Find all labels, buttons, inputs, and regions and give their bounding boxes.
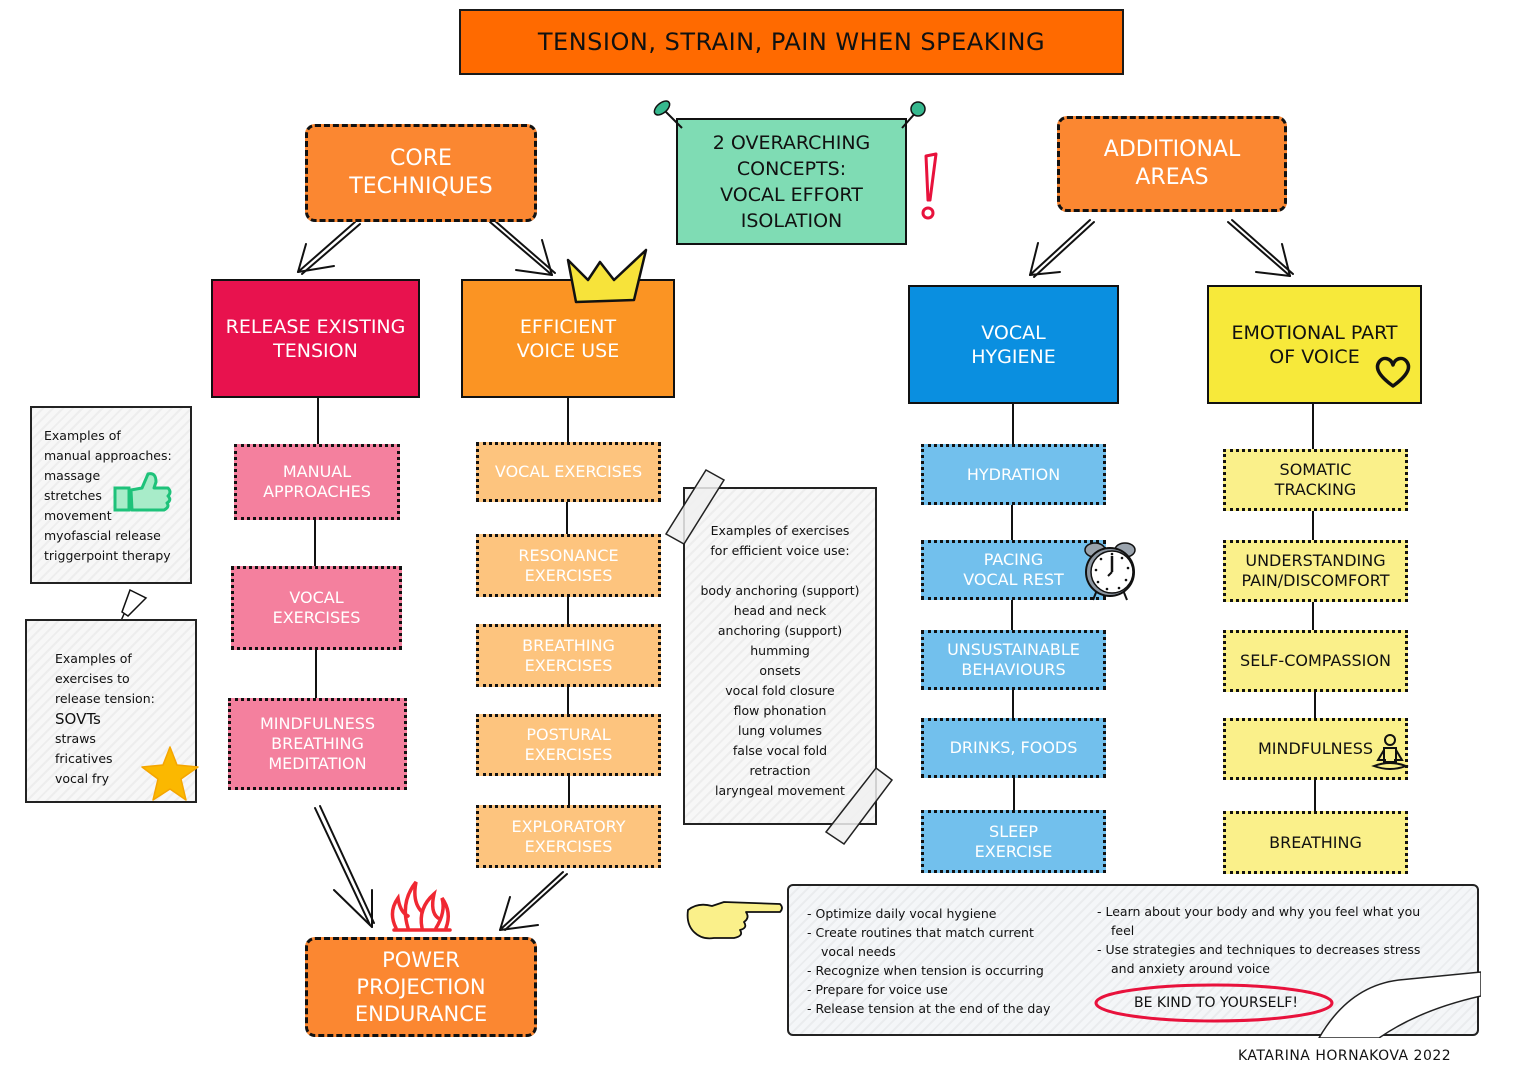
star-icon xyxy=(141,746,199,801)
summary-left-list: - Optimize daily vocal hygiene - Create … xyxy=(807,904,1097,1018)
note-line: Examples of exercises xyxy=(710,523,850,538)
note-line: exercises to xyxy=(55,671,130,686)
arrow-release-to-outcome xyxy=(314,805,375,928)
category-efficient-voice-use: EFFICIENT VOICE USE xyxy=(461,279,675,398)
note-line: Examples of xyxy=(44,428,121,443)
note-line: triggerpoint therapy xyxy=(44,548,171,563)
note-line: fricatives xyxy=(55,751,113,766)
item-unsustainable-behaviours: UNSUSTAINABLE BEHAVIOURS xyxy=(921,630,1106,690)
author-credit: KATARINA HORNAKOVA 2022 xyxy=(1238,1048,1452,1064)
note-line: humming xyxy=(750,643,810,658)
note-line: stretches xyxy=(44,488,102,503)
item-somatic-tracking: SOMATIC TRACKING xyxy=(1223,449,1408,511)
note-line: retraction xyxy=(749,763,811,778)
exclamation-icon xyxy=(921,152,938,220)
arrow-efficient-to-outcome xyxy=(499,871,568,931)
note-line: Examples of xyxy=(55,651,132,666)
summary-item: - Create routines that match current voc… xyxy=(807,925,1034,959)
pin-icon xyxy=(901,101,926,129)
item-self-compassion: SELF-COMPASSION xyxy=(1223,630,1408,692)
note-line: onsets xyxy=(759,663,801,678)
note-line: SOVTs xyxy=(55,710,101,728)
item-drinks-foods: DRINKS, FOODS xyxy=(921,718,1106,778)
item-hydration: HYDRATION xyxy=(921,444,1106,505)
pin-icon xyxy=(653,100,683,129)
note-line: manual approaches: xyxy=(44,448,172,463)
summary-item: - Optimize daily vocal hygiene xyxy=(807,906,997,921)
meditation-icon xyxy=(1371,734,1409,770)
item-postural-exercises: POSTURAL EXERCISES xyxy=(476,714,661,776)
note-line: vocal fry xyxy=(55,771,109,786)
be-kind-highlight: BE KIND TO YOURSELF! xyxy=(1134,994,1298,1011)
page-title: TENSION, STRAIN, PAIN WHEN SPEAKING xyxy=(459,9,1124,75)
heart-icon xyxy=(1375,356,1411,388)
item-vocal-exercises: VOCAL EXERCISES xyxy=(231,566,402,650)
item-mindfulness: MINDFULNESS xyxy=(1223,718,1408,780)
note-line: false vocal fold xyxy=(732,743,828,758)
core-techniques-header: CORE TECHNIQUES xyxy=(305,124,537,222)
summary-item: - Release tension at the end of the day xyxy=(807,1001,1051,1016)
note-line xyxy=(689,561,871,581)
pointing-hand-icon xyxy=(686,901,783,940)
note-line: movement xyxy=(44,508,112,523)
alarm-clock-icon xyxy=(1084,542,1136,601)
arrow-core-to-release xyxy=(297,221,361,275)
category-emotional-part-of-voice: EMOTIONAL PART OF VOICE xyxy=(1207,285,1422,404)
thumbs-up-icon xyxy=(113,472,172,512)
item-vocal-exercises-efficient: VOCAL EXERCISES xyxy=(476,442,661,502)
arrow-additional-to-emotional xyxy=(1227,219,1294,277)
note-line: vocal fold closure xyxy=(725,683,835,698)
note-line: lung volumes xyxy=(737,723,823,738)
item-breathing-exercises: BREATHING EXERCISES xyxy=(476,624,661,687)
item-exploratory-exercises: EXPLORATORY EXERCISES xyxy=(476,805,661,868)
note-line: release tension: xyxy=(55,691,155,706)
note-line: straws xyxy=(55,731,96,746)
note-line: flow phonation xyxy=(733,703,827,718)
note-line: massage xyxy=(44,468,101,483)
power-projection-endurance-box: POWER PROJECTION ENDURANCE xyxy=(305,937,537,1037)
item-breathing: BREATHING xyxy=(1223,811,1408,874)
note-line: anchoring (support) xyxy=(717,623,843,638)
summary-banner: - Optimize daily vocal hygiene - Create … xyxy=(787,884,1481,1038)
summary-item: - Recognize when tension is occurring xyxy=(807,963,1044,978)
additional-areas-header: ADDITIONAL AREAS xyxy=(1057,116,1287,212)
summary-right-list: - Learn about your body and why you feel… xyxy=(1097,902,1477,978)
arrow-additional-to-hygiene xyxy=(1029,219,1095,278)
note-line: laryngeal movement xyxy=(715,783,845,798)
note-line: myofascial release xyxy=(44,528,161,543)
fire-icon xyxy=(390,880,452,932)
page-curl xyxy=(1318,971,1481,1038)
crown-icon xyxy=(566,248,648,304)
note-line: head and neck xyxy=(733,603,827,618)
item-sleep-exercise: SLEEP EXERCISE xyxy=(921,810,1106,873)
red-circle-highlight xyxy=(1094,983,1334,1023)
summary-item: - Learn about your body and why you feel… xyxy=(1097,904,1421,938)
item-understanding-pain-discomfort: UNDERSTANDING PAIN/DISCOMFORT xyxy=(1223,540,1408,602)
item-resonance-exercises: RESONANCE EXERCISES xyxy=(476,534,661,597)
category-release-existing-tension: RELEASE EXISTING TENSION xyxy=(211,279,420,398)
category-vocal-hygiene: VOCAL HYGIENE xyxy=(908,285,1119,404)
note-efficient-exercises: Examples of exercises for efficient voic… xyxy=(683,487,877,825)
summary-item: - Prepare for voice use xyxy=(807,982,948,997)
overarching-concepts-card: 2 OVERARCHING CONCEPTS: VOCAL EFFORT ISO… xyxy=(676,118,907,245)
note-line: for efficient voice use: xyxy=(710,543,850,558)
item-manual-approaches: MANUAL APPROACHES xyxy=(234,444,400,520)
tape-icon xyxy=(664,468,726,546)
item-mindfulness-breathing-meditation: MINDFULNESS BREATHING MEDITATION xyxy=(228,698,407,790)
summary-item: - Use strategies and techniques to decre… xyxy=(1097,942,1421,976)
note-line: body anchoring (support) xyxy=(700,583,860,598)
arrow-core-to-efficient xyxy=(489,219,556,276)
tape-icon xyxy=(824,766,894,846)
